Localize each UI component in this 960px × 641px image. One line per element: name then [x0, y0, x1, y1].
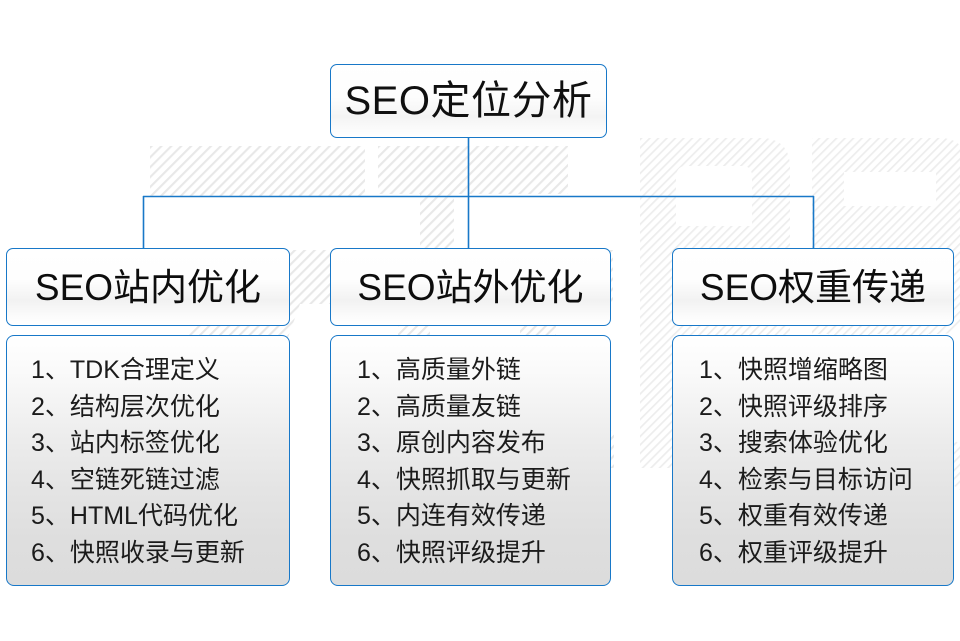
list-item: 5、权重有效传递: [699, 502, 888, 530]
branch-item-list: 1、快照增缩略图 2、快照评级排序 3、搜索体验优化 4、检索与目标访问 5、权…: [673, 352, 953, 571]
list-item: 3、搜索体验优化: [699, 429, 888, 457]
branch-item-list: 1、高质量外链 2、高质量友链 3、原创内容发布 4、快照抓取与更新 5、内连有…: [331, 352, 610, 571]
branch-header-label: SEO站内优化: [34, 266, 262, 308]
branch-column-1: SEO站内优化 1、TDK合理定义 2、结构层次优化 3、站内标签优化 4、空链…: [6, 248, 290, 586]
branch-header-3: SEO权重传递: [672, 248, 954, 326]
list-item: 6、快照收录与更新: [31, 538, 245, 567]
list-item: 3、原创内容发布: [357, 429, 546, 457]
list-item: 5、内连有效传递: [357, 502, 546, 530]
branch-body-2: 1、高质量外链 2、高质量友链 3、原创内容发布 4、快照抓取与更新 5、内连有…: [330, 335, 611, 586]
list-item: 3、站内标签优化: [31, 429, 220, 457]
root-node-title: SEO定位分析: [344, 79, 593, 123]
branch-item-list: 1、TDK合理定义 2、结构层次优化 3、站内标签优化 4、空链死链过滤 5、H…: [7, 352, 289, 571]
list-item: 6、权重评级提升: [699, 538, 888, 567]
list-item: 2、高质量友链: [357, 392, 521, 421]
list-item: 5、HTML代码优化: [31, 502, 238, 530]
list-item: 4、快照抓取与更新: [357, 465, 571, 494]
list-item: 2、快照评级排序: [699, 392, 888, 421]
branch-body-1: 1、TDK合理定义 2、结构层次优化 3、站内标签优化 4、空链死链过滤 5、H…: [6, 335, 290, 586]
branch-column-3: SEO权重传递 1、快照增缩略图 2、快照评级排序 3、搜索体验优化 4、检索与…: [672, 248, 954, 586]
branch-header-2: SEO站外优化: [330, 248, 611, 326]
branch-header-1: SEO站内优化: [6, 248, 290, 326]
list-item: 4、空链死链过滤: [31, 465, 220, 494]
branch-header-label: SEO权重传递: [699, 266, 927, 308]
list-item: 6、快照评级提升: [357, 538, 546, 567]
branch-column-2: SEO站外优化 1、高质量外链 2、高质量友链 3、原创内容发布 4、快照抓取与…: [330, 248, 611, 586]
list-item: 1、高质量外链: [357, 356, 521, 384]
root-node: SEO定位分析: [330, 64, 607, 138]
list-item: 1、快照增缩略图: [699, 356, 888, 384]
branch-body-3: 1、快照增缩略图 2、快照评级排序 3、搜索体验优化 4、检索与目标访问 5、权…: [672, 335, 954, 586]
branch-header-label: SEO站外优化: [357, 266, 584, 308]
list-item: 4、检索与目标访问: [699, 465, 913, 494]
list-item: 1、TDK合理定义: [31, 356, 220, 384]
list-item: 2、结构层次优化: [31, 392, 220, 421]
